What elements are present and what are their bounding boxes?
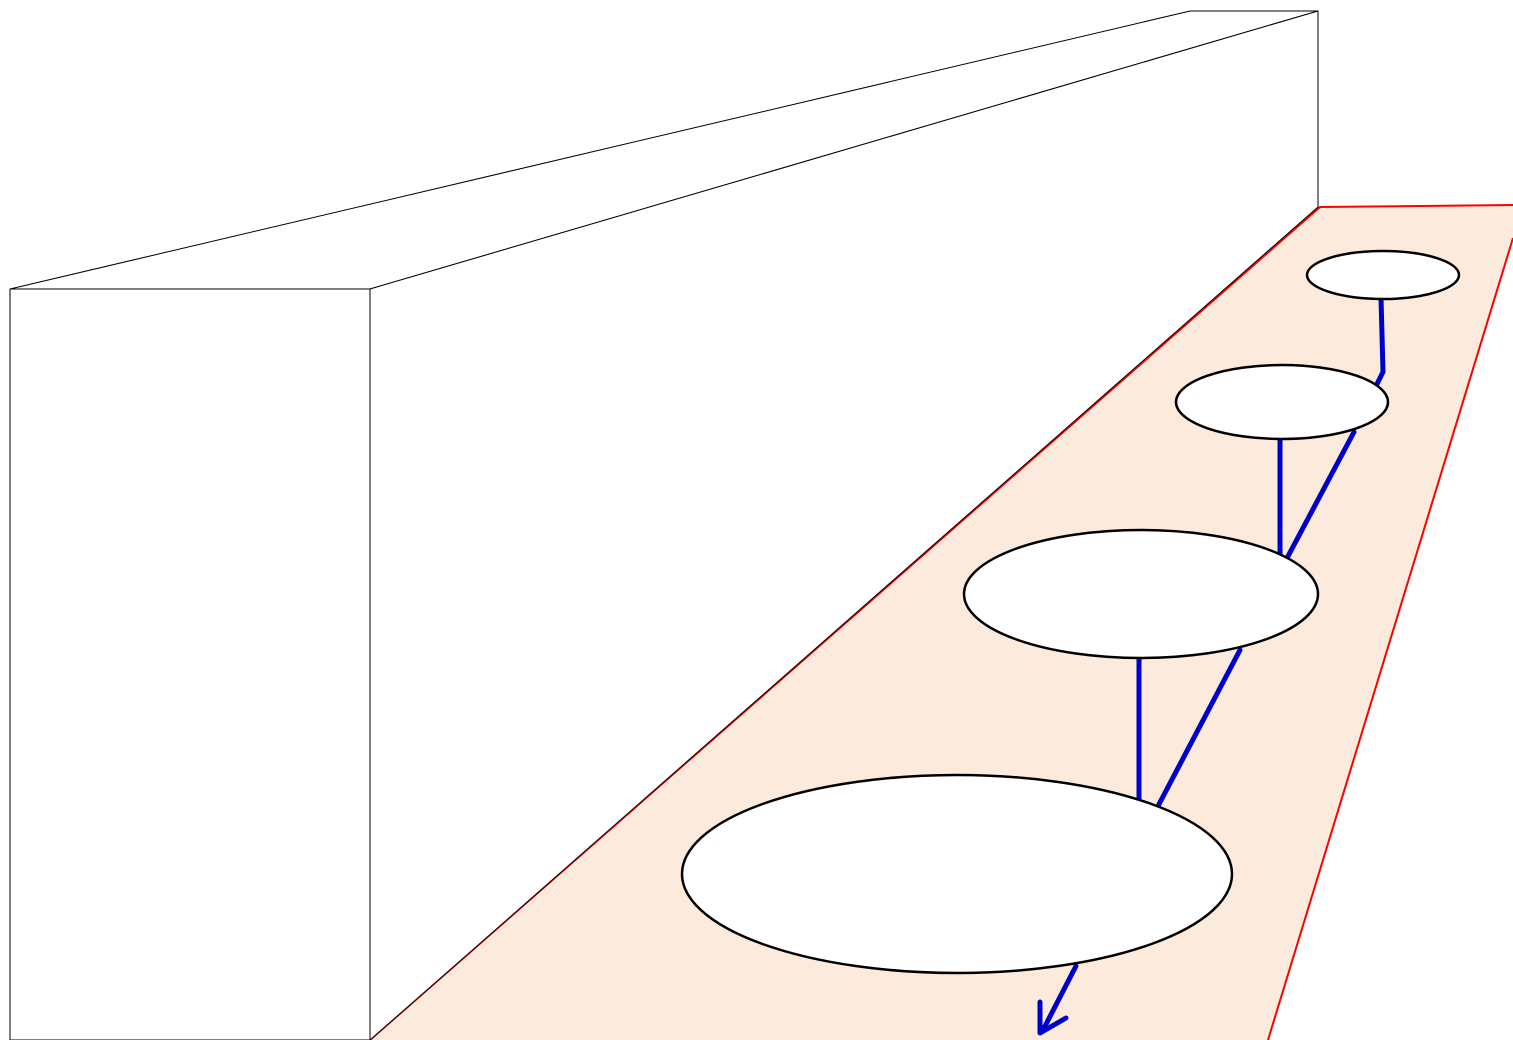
path-segment-4 <box>1039 963 1079 1035</box>
arrow-down-left-icon <box>1037 999 1069 1036</box>
path-lines <box>1039 295 1386 1035</box>
ellipse-mid-far <box>1174 363 1390 441</box>
ellipse-mid-near <box>962 528 1320 660</box>
box-front-face <box>9 288 371 1040</box>
ellipse-near <box>680 773 1234 975</box>
path-segment-2b <box>1283 429 1357 563</box>
perspective-box <box>9 10 1319 1040</box>
path-segment-1 <box>1374 295 1386 387</box>
ellipse-far <box>1305 249 1461 301</box>
floor-right-edge <box>1267 237 1513 1040</box>
path-segment-3b <box>1154 647 1243 811</box>
